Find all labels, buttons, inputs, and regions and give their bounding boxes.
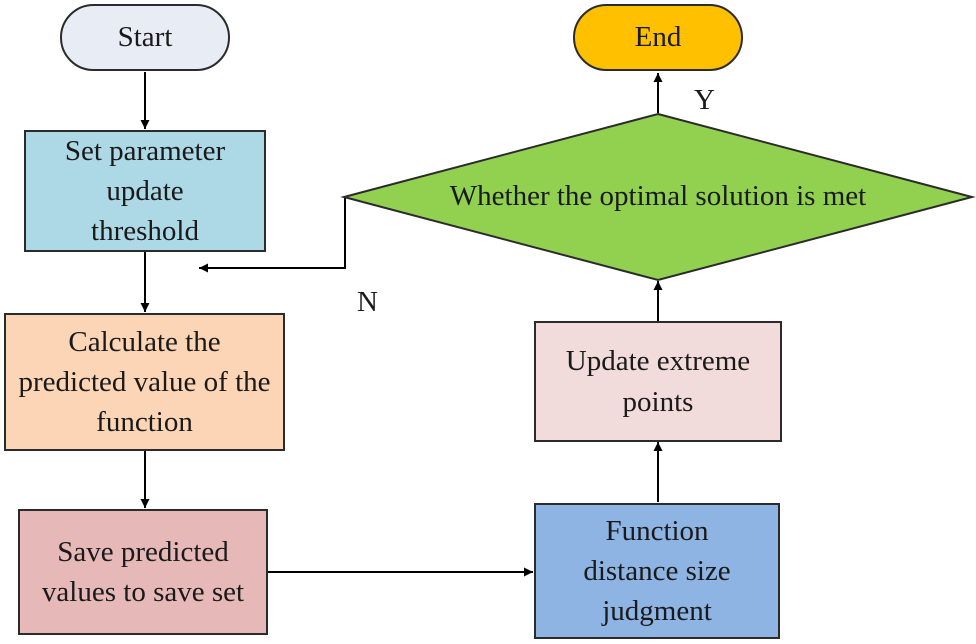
- save-label: Save predicted values to save set: [41, 535, 245, 608]
- arrow-decision-no-loop: [199, 197, 346, 273]
- no-label: N: [357, 286, 378, 318]
- start-label: Start: [117, 21, 173, 54]
- update-extreme-label: Update extreme points: [565, 345, 751, 418]
- decision-label: Whether the optimal solution is met: [449, 180, 867, 212]
- end-label: End: [634, 21, 682, 54]
- end-node: End: [573, 4, 743, 71]
- function-distance-node: Function distance size judgment: [534, 503, 780, 639]
- start-node: Start: [60, 4, 230, 71]
- function-distance-label: Function distance size judgment: [583, 514, 731, 627]
- yes-label: Y: [694, 84, 715, 116]
- calculate-node: Calculate the predicted value of the fun…: [4, 313, 285, 451]
- save-node: Save predicted values to save set: [18, 509, 268, 635]
- set-threshold-node: Set parameter update threshold: [24, 130, 266, 252]
- calculate-label: Calculate the predicted value of the fun…: [18, 325, 271, 438]
- set-threshold-label: Set parameter update threshold: [64, 134, 226, 248]
- update-extreme-node: Update extreme points: [534, 321, 782, 442]
- decision-diamond-shape: [340, 112, 976, 282]
